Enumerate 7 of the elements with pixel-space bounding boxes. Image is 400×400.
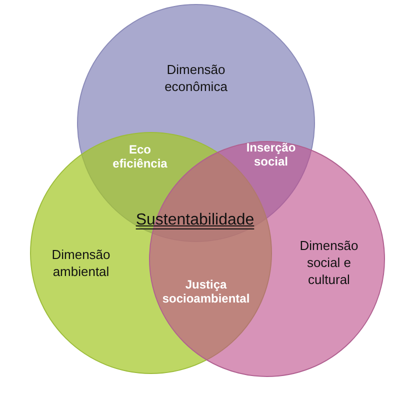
overlap-label: Justiça socioambiental <box>161 278 251 306</box>
overlap-label: Inserção social <box>245 140 297 170</box>
overlap-label: Eco eficiência <box>112 142 168 172</box>
circle-label: Dimensão social e cultural <box>298 238 360 289</box>
circle-label: Dimensão econômica <box>164 62 228 96</box>
center-label: Sustentabilidade <box>136 210 254 230</box>
circle-label: Dimensão ambiental <box>50 247 112 281</box>
